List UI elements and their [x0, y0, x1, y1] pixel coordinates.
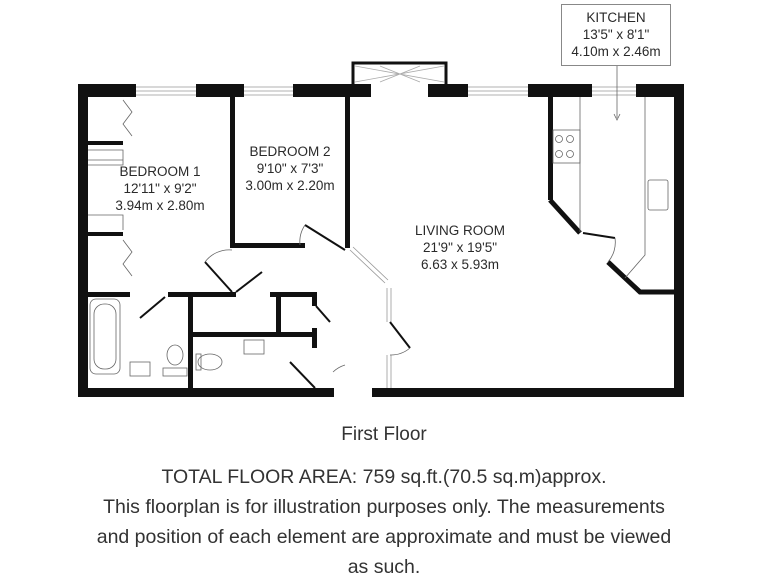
bedroom2-label: BEDROOM 2 9'10" x 7'3" 3.00m x 2.20m — [228, 143, 352, 194]
floorplan — [78, 61, 684, 397]
room-name: LIVING ROOM — [414, 223, 505, 238]
walls — [78, 84, 684, 397]
wall-lines — [88, 61, 674, 389]
room-imperial: 9'10" x 7'3" — [256, 161, 324, 176]
kitchen-label: KITCHEN 13'5" x 8'1" 4.10m x 2.46m — [561, 4, 671, 66]
room-name: KITCHEN — [586, 10, 646, 25]
disclaimer-line: and position of each element are approxi… — [96, 526, 672, 548]
room-imperial: 13'5" x 8'1" — [582, 27, 650, 42]
room-metric: 6.63 x 5.93m — [420, 257, 500, 272]
room-name: BEDROOM 1 — [119, 164, 201, 179]
room-name: BEDROOM 2 — [249, 144, 331, 159]
room-metric: 3.94m x 2.80m — [115, 198, 205, 213]
floor-label: First Floor — [341, 424, 427, 445]
disclaimer-line: This floorplan is for illustration purpo… — [103, 496, 665, 518]
total-area: TOTAL FLOOR AREA: 759 sq.ft.(70.5 sq.m)a… — [161, 466, 607, 488]
disclaimer-line: as such. — [347, 556, 421, 578]
room-metric: 3.00m x 2.20m — [245, 178, 335, 193]
bedroom1-label: BEDROOM 1 12'11" x 9'2" 3.94m x 2.80m — [100, 163, 220, 214]
room-imperial: 12'11" x 9'2" — [123, 181, 197, 196]
room-metric: 4.10m x 2.46m — [571, 44, 661, 59]
disclaimer: TOTAL FLOOR AREA: 759 sq.ft.(70.5 sq.m)a… — [0, 462, 768, 582]
room-imperial: 21'9" x 19'5" — [422, 240, 498, 255]
living-room-label: LIVING ROOM 21'9" x 19'5" 6.63 x 5.93m — [405, 222, 515, 273]
